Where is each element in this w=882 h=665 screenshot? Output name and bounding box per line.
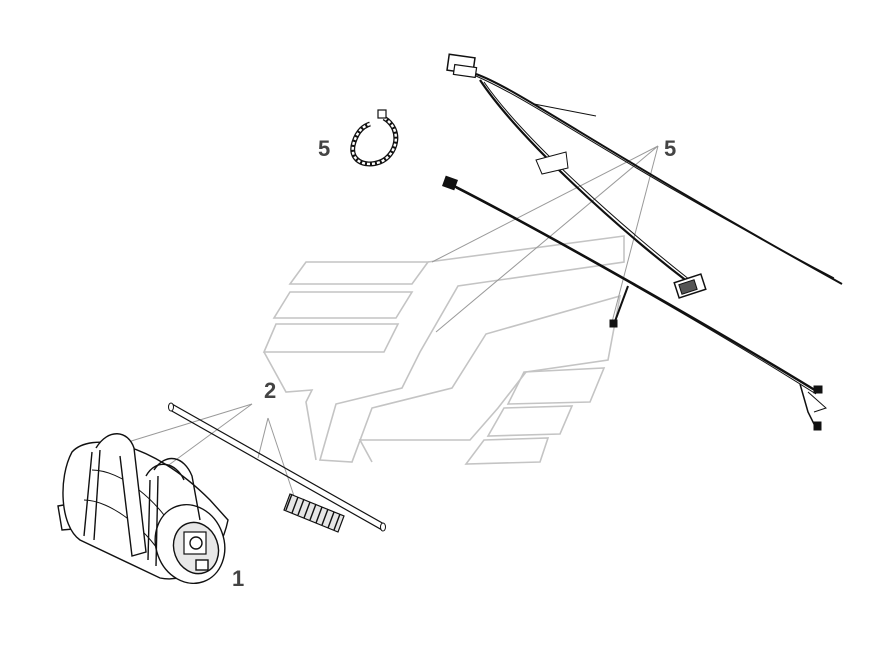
wire-tag <box>535 151 569 175</box>
connector-right-end <box>813 385 823 394</box>
callout-1: 1 <box>232 566 245 591</box>
leader-5-a <box>431 145 659 263</box>
callout-5-left: 5 <box>318 136 331 161</box>
spring-part <box>283 493 345 533</box>
connector-left-end <box>442 175 458 191</box>
callout-5-right: 5 <box>664 136 677 161</box>
wiring-harness-upper <box>446 53 843 299</box>
leader-5-b <box>611 145 659 323</box>
leader-5-c <box>435 145 659 333</box>
strap-left <box>95 433 147 557</box>
watermark-logo <box>262 235 625 465</box>
blower-motor <box>57 433 229 585</box>
wire-lead-short <box>479 79 689 283</box>
coiled-harness <box>350 109 399 167</box>
leader-2-d <box>267 417 295 497</box>
rod-part <box>168 402 386 532</box>
leader-2-c <box>257 417 269 459</box>
wiring-harness-lower <box>442 175 827 431</box>
wire-lower-main <box>453 184 819 394</box>
leader-2-b <box>161 403 253 471</box>
callout-2: 2 <box>264 378 277 403</box>
leader-2-a <box>127 403 253 443</box>
leader-lines <box>127 145 659 497</box>
